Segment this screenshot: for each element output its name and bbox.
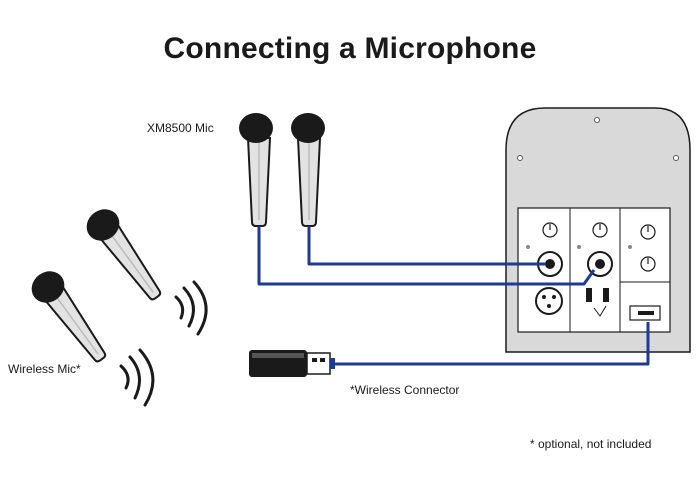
speaker-back-panel: [505, 107, 691, 353]
knob-icon: [640, 256, 656, 272]
knob-icon: [592, 222, 608, 238]
usb-dongle-icon: [249, 350, 335, 377]
microphone-icon: [86, 209, 162, 301]
knob-icon: [542, 222, 558, 238]
wireless-connector-label: *Wireless Connector: [350, 383, 460, 397]
optional-footnote: * optional, not included: [530, 437, 652, 451]
microphone-icon: [239, 113, 273, 227]
wired-mic-label: XM8500 Mic: [147, 121, 214, 135]
wireless-signal-icon: [174, 280, 208, 336]
microphone-icon: [31, 271, 107, 363]
xlr-jack-icon: [535, 287, 563, 315]
wireless-signal-icon: [119, 348, 155, 407]
knob-icon: [640, 224, 656, 240]
wireless-mic-label: Wireless Mic*: [8, 362, 81, 376]
microphone-icon: [291, 113, 325, 227]
diagram-title: Connecting a Microphone: [163, 32, 537, 65]
cables: [257, 226, 650, 366]
